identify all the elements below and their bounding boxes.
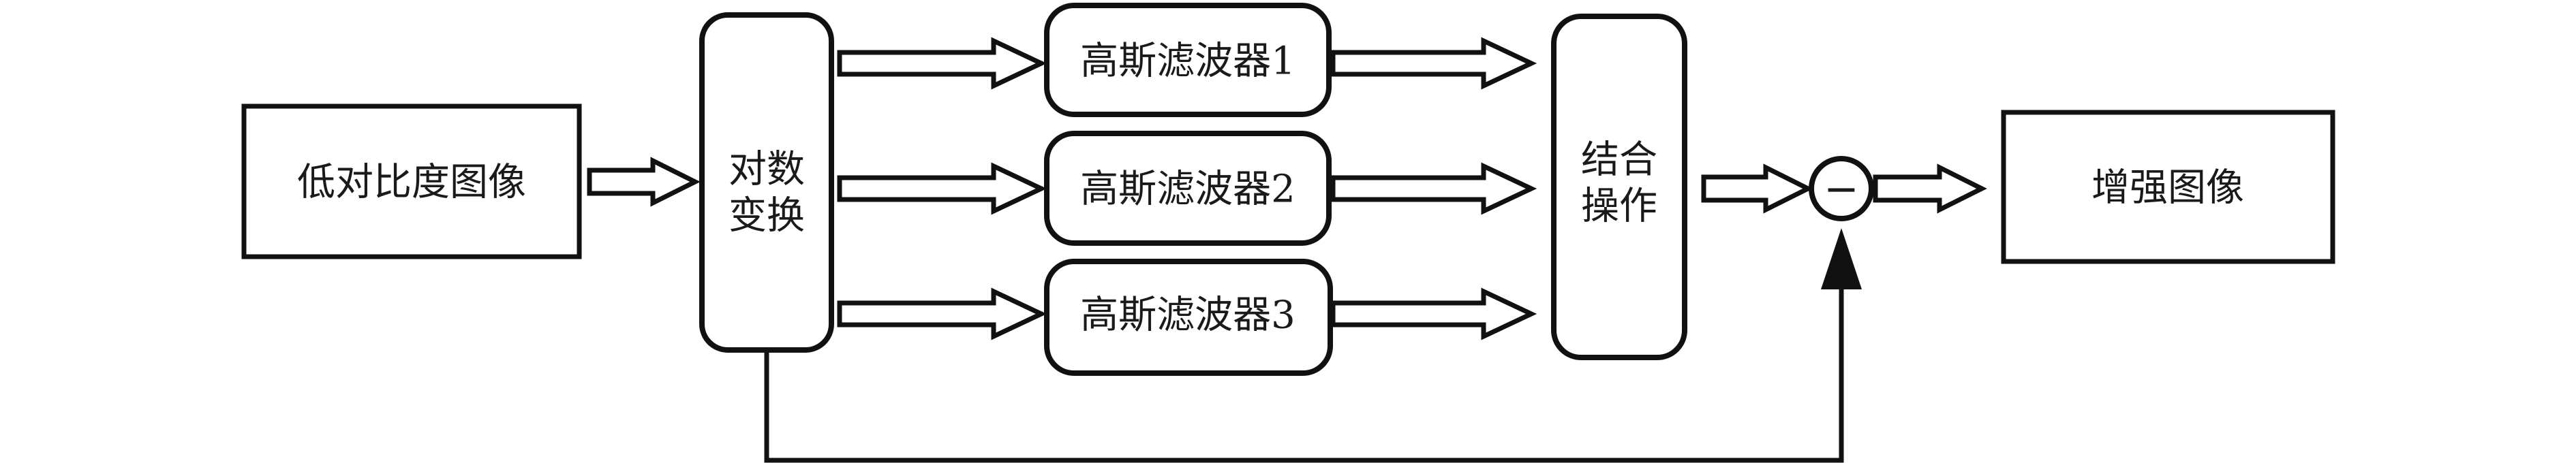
arrow-log-to-filter2-icon <box>837 162 1047 215</box>
log-transform-label-line2: 变换 <box>729 194 805 238</box>
arrow-log-to-filter1-icon <box>837 37 1047 90</box>
feedback-line <box>764 289 1844 463</box>
gaussian-filter-3-box <box>1044 259 1333 376</box>
output-image-label: 增强图像 <box>2091 166 2244 210</box>
log-transform-label-line1: 对数 <box>729 148 805 192</box>
gaussian-filter-3-label: 高斯滤波器3 <box>1080 293 1295 338</box>
arrow-subtract-to-output-icon <box>1873 163 1987 214</box>
combine-label-line1: 结合 <box>1581 138 1657 182</box>
input-image-label: 低对比度图像 <box>297 161 526 205</box>
gaussian-filter-2-label: 高斯滤波器2 <box>1080 167 1295 212</box>
input-image-box <box>241 103 582 259</box>
minus-operator: − <box>1824 164 1859 214</box>
gaussian-filter-1-box <box>1044 3 1332 117</box>
arrow-log-to-filter3-icon <box>837 287 1047 340</box>
output-image-box <box>2001 110 2335 264</box>
arrow-combine-to-subtract-icon <box>1701 163 1813 214</box>
combine-label-line2: 操作 <box>1581 185 1657 229</box>
combine-box <box>1551 14 1687 360</box>
arrow-input-to-log-icon <box>587 157 701 207</box>
arrow-filter3-to-combine-icon <box>1330 287 1537 340</box>
gaussian-filter-1-label: 高斯滤波器1 <box>1080 39 1295 84</box>
feedback-arrowhead-icon <box>1821 228 1862 289</box>
log-transform-box <box>699 12 834 353</box>
gaussian-filter-2-box <box>1044 131 1332 246</box>
subtract-circle <box>1809 156 1874 221</box>
arrow-filter2-to-combine-icon <box>1330 162 1537 215</box>
arrow-filter1-to-combine-icon <box>1330 37 1537 90</box>
